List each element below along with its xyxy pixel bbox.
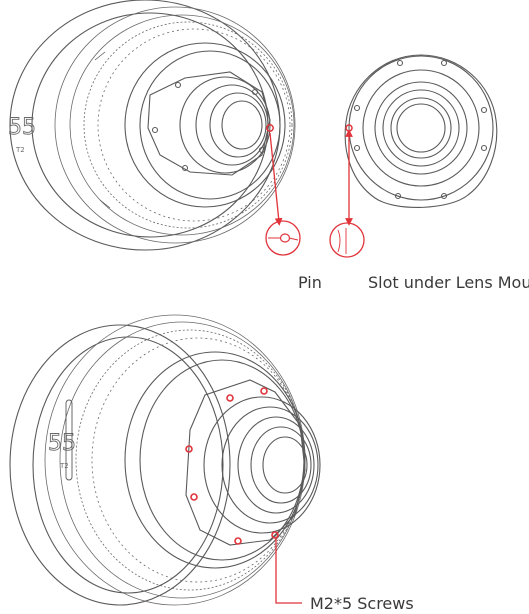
lens-top-left: 55 T2 <box>8 0 296 251</box>
screws-leader-line <box>275 538 302 604</box>
screw <box>260 387 268 395</box>
screw <box>226 394 234 402</box>
gear-ring-bottom <box>44 314 306 606</box>
lens-mount-top-right <box>344 54 498 209</box>
gear-ring-top <box>54 6 296 244</box>
screw <box>185 445 193 453</box>
lens-bottom: 55 T2 <box>9 314 321 606</box>
slot-label: Slot under Lens Mount <box>368 273 529 292</box>
pin-marker <box>266 124 274 132</box>
mount-plate-top <box>147 71 271 176</box>
pin-label: Pin <box>298 273 322 292</box>
mount-flange <box>344 54 498 209</box>
slot-detail-circle <box>329 222 365 258</box>
focal-length-marking-top: 55 <box>8 115 36 140</box>
aperture-marking-top: T2 <box>15 146 25 154</box>
screw <box>190 493 198 501</box>
mount-plate-bottom <box>185 379 306 546</box>
screw <box>234 537 242 545</box>
pin-callout <box>265 132 301 256</box>
screws-label: M2*5 Screws <box>310 594 414 613</box>
mount-screws <box>185 387 279 545</box>
pin-detail-circle <box>265 220 301 256</box>
slot-callout <box>329 129 365 258</box>
aperture-marking-bottom: T2 <box>59 462 69 470</box>
screw <box>271 531 279 539</box>
